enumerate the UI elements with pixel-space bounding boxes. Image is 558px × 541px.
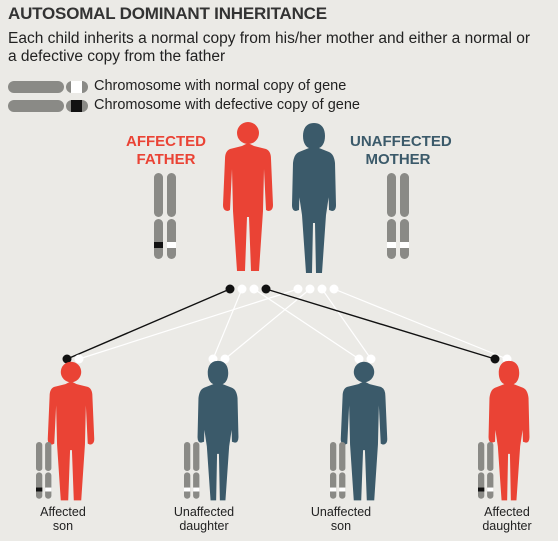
mother-gametes [293, 284, 339, 294]
child-1-label-line1: Affected [40, 505, 86, 519]
child-4-label-line2: daughter [482, 519, 532, 533]
mother-figure-icon [292, 123, 336, 273]
child-2-label: Unaffected daughter [159, 505, 249, 533]
child-1-chromosomes [36, 442, 52, 499]
father-label-line1: AFFECTED [126, 133, 206, 150]
mother-label: UNAFFECTED MOTHER [350, 133, 452, 169]
father-gametes [225, 284, 271, 294]
child-2-label-line1: Unaffected [173, 505, 235, 519]
child-gametes [62, 354, 512, 364]
father-chromosomes [154, 173, 176, 259]
father-figure-icon [223, 122, 273, 271]
child-3-label-line1: Unaffected [310, 505, 372, 519]
child-4-chromosomes [478, 442, 494, 499]
child-2-figure-icon [197, 360, 239, 501]
child-1-label-line2: son [52, 519, 74, 533]
defective-inheritance-lines [66, 288, 496, 360]
father-label-line2: FATHER [136, 151, 196, 168]
child-2-label-line2: daughter [179, 519, 229, 533]
page-title: AUTOSOMAL DOMINANT INHERITANCE [8, 4, 327, 23]
legend-normal-label: Chromosome with normal copy of gene [94, 78, 347, 94]
page-subtitle: Each child inherits a normal copy from h… [8, 30, 531, 65]
mother-chromosomes [387, 173, 409, 259]
mother-label-line2: MOTHER [365, 151, 431, 168]
child-3-label: Unaffected son [296, 505, 386, 533]
child-4-label-line1: Affected [484, 505, 530, 519]
legend-defective-label: Chromosome with defective copy of gene [94, 97, 360, 113]
child-1-figure-icon [47, 361, 95, 501]
child-3-chromosomes [330, 442, 346, 499]
normal-inheritance-lines [78, 288, 508, 360]
child-3-figure-icon [340, 361, 388, 501]
child-1-label: Affected son [18, 505, 108, 533]
child-4-figure-icon [488, 360, 530, 501]
father-label: AFFECTED FATHER [118, 133, 214, 169]
child-4-label: Affected daughter [462, 505, 552, 533]
child-3-label-line2: son [330, 519, 352, 533]
child-2-chromosomes [184, 442, 200, 499]
mother-label-line1: UNAFFECTED [350, 133, 452, 150]
legend-normal-chromosome-icon [8, 81, 88, 93]
legend-defective-chromosome-icon [8, 100, 88, 112]
